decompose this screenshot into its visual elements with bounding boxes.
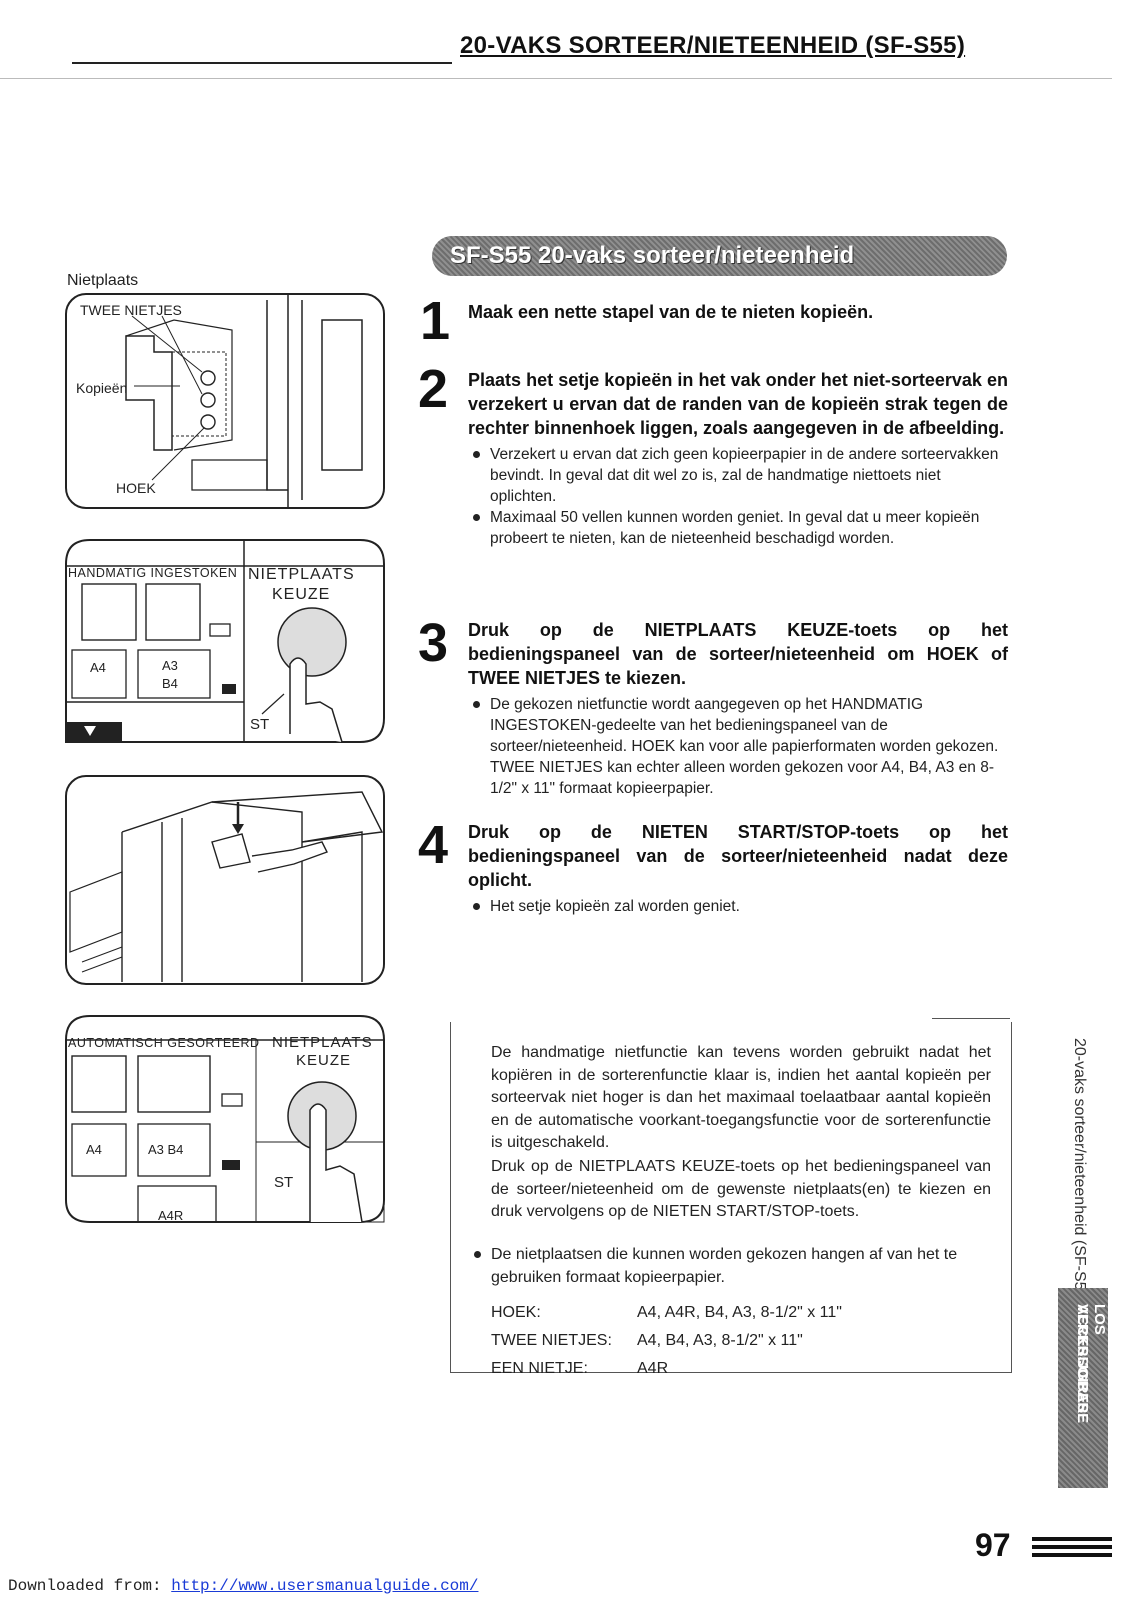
label-kopieen: Kopieën	[76, 380, 128, 396]
list-item: Verzekert u ervan dat zich geen kopieerp…	[468, 444, 1008, 507]
label-twee-nietjes: TWEE NIETJES	[80, 302, 182, 318]
label-size-b4: B4	[162, 676, 178, 691]
step-number: 2	[418, 359, 449, 419]
label-start-partial: ST	[250, 716, 270, 733]
size-value: A4, B4, A3, 8-1/2" x 11"	[637, 1332, 803, 1349]
label-automatisch-gesorteerd: AUTOMATISCH GESORTEERD	[68, 1036, 260, 1050]
label-start-partial-auto: ST	[274, 1174, 294, 1191]
label-size-a3b4-auto: A3 B4	[148, 1142, 184, 1157]
step-heading: Druk op de NIETPLAATS KEUZE-toets op het…	[468, 620, 1008, 688]
step-bullets: De gekozen nietfunctie wordt aangegeven …	[468, 694, 1008, 799]
staple-position-illustration	[65, 293, 385, 509]
header-rule-left	[72, 62, 452, 64]
side-tab-line: ACCESSOIRES	[1074, 1304, 1091, 1414]
step-heading: Druk op de NIETEN START/STOP-toets op he…	[468, 822, 1008, 890]
step-bullets: Het setje kopieën zal worden geniet.	[468, 896, 1008, 917]
size-row: TWEE NIETJES: A4, B4, A3, 8-1/2" x 11"	[491, 1332, 803, 1350]
step-block: Druk op de NIETPLAATS KEUZE-toets op het…	[468, 618, 1008, 799]
side-chapter-title: 20-vaks sorteer/nieteenheid (SF-S55)	[1071, 1038, 1088, 1305]
label-size-a4-auto: A4	[86, 1142, 102, 1157]
list-item: Maximaal 50 vellen kunnen worden geniet.…	[468, 507, 1008, 549]
list-item: De nietplaatsen die kunnen worden gekoze…	[469, 1244, 991, 1289]
note-paragraph: Druk op de NIETPLAATS KEUZE-toets op het…	[491, 1158, 991, 1220]
list-item: Het setje kopieën zal worden geniet.	[468, 896, 1008, 917]
side-tab-line: LOS VERKRIJGBARE	[1074, 1304, 1108, 1424]
label-key-keuze: KEUZE	[272, 586, 331, 603]
header-divider	[0, 78, 1112, 79]
note-paragraph: De handmatige nietfunctie kan tevens wor…	[491, 1044, 991, 1151]
step-number: 1	[420, 291, 451, 351]
download-footer: Downloaded from: http://www.usersmanualg…	[8, 1577, 478, 1595]
insert-copies-illustration	[65, 775, 385, 985]
list-item: De gekozen nietfunctie wordt aangegeven …	[468, 694, 1008, 799]
page-number-rule	[1032, 1537, 1112, 1541]
size-label: HOEK:	[491, 1304, 541, 1321]
label-size-a3: A3	[162, 658, 178, 673]
figure-caption-nietplaats: Nietplaats	[67, 272, 139, 289]
size-value: A4R	[637, 1360, 669, 1377]
footer-prefix: Downloaded from:	[8, 1577, 172, 1595]
step-number: 4	[418, 815, 449, 875]
section-banner-title: SF-S55 20-vaks sorteer/nieteenheid	[450, 242, 855, 269]
footer-link[interactable]: http://www.usersmanualguide.com/	[171, 1577, 479, 1595]
label-hoek: HOEK	[116, 480, 156, 496]
step-number: 3	[418, 613, 449, 673]
size-label: TWEE NIETJES:	[491, 1332, 612, 1349]
size-value: A4, A4R, B4, A3, 8-1/2" x 11"	[637, 1304, 842, 1321]
size-row: EEN NIETJE: A4R	[491, 1360, 668, 1378]
page-number: 97	[975, 1527, 1011, 1563]
note-box: De handmatige nietfunctie kan tevens wor…	[450, 1022, 1012, 1377]
page-number-rule	[1032, 1553, 1112, 1557]
size-row: HOEK: A4, A4R, B4, A3, 8-1/2" x 11"	[491, 1304, 842, 1322]
step-block: Druk op de NIETEN START/STOP-toets op he…	[468, 820, 1008, 917]
step-block: Plaats het setje kopieën in het vak onde…	[468, 368, 1008, 549]
label-key-keuze-auto: KEUZE	[296, 1052, 352, 1069]
label-key-nietplaats-auto: NIETPLAATS	[272, 1034, 373, 1051]
size-label: EEN NIETJE:	[491, 1360, 588, 1377]
step-bullets: Verzekert u ervan dat zich geen kopieerp…	[468, 444, 1008, 549]
label-key-nietplaats: NIETPLAATS	[248, 566, 355, 583]
page-number-rule	[1032, 1545, 1112, 1549]
note-bullets: De nietplaatsen die kunnen worden gekoze…	[469, 1244, 991, 1289]
manual-panel-illustration	[65, 539, 385, 743]
page-header-title: 20-VAKS SORTEER/NIETEENHEID (SF-S55)	[460, 32, 966, 59]
step-heading: Plaats het setje kopieën in het vak onde…	[468, 370, 1008, 438]
label-handmatig-ingestoken: HANDMATIG INGESTOKEN	[68, 566, 238, 580]
section-banner: SF-S55 20-vaks sorteer/nieteenheid	[432, 236, 1007, 276]
step-heading: Maak een nette stapel van de te nieten k…	[468, 302, 874, 322]
note-box-top-rule	[932, 1018, 1010, 1019]
auto-panel-illustration	[65, 1015, 385, 1223]
label-size-a4: A4	[90, 660, 106, 675]
label-size-a4r-auto: A4R	[158, 1208, 184, 1223]
